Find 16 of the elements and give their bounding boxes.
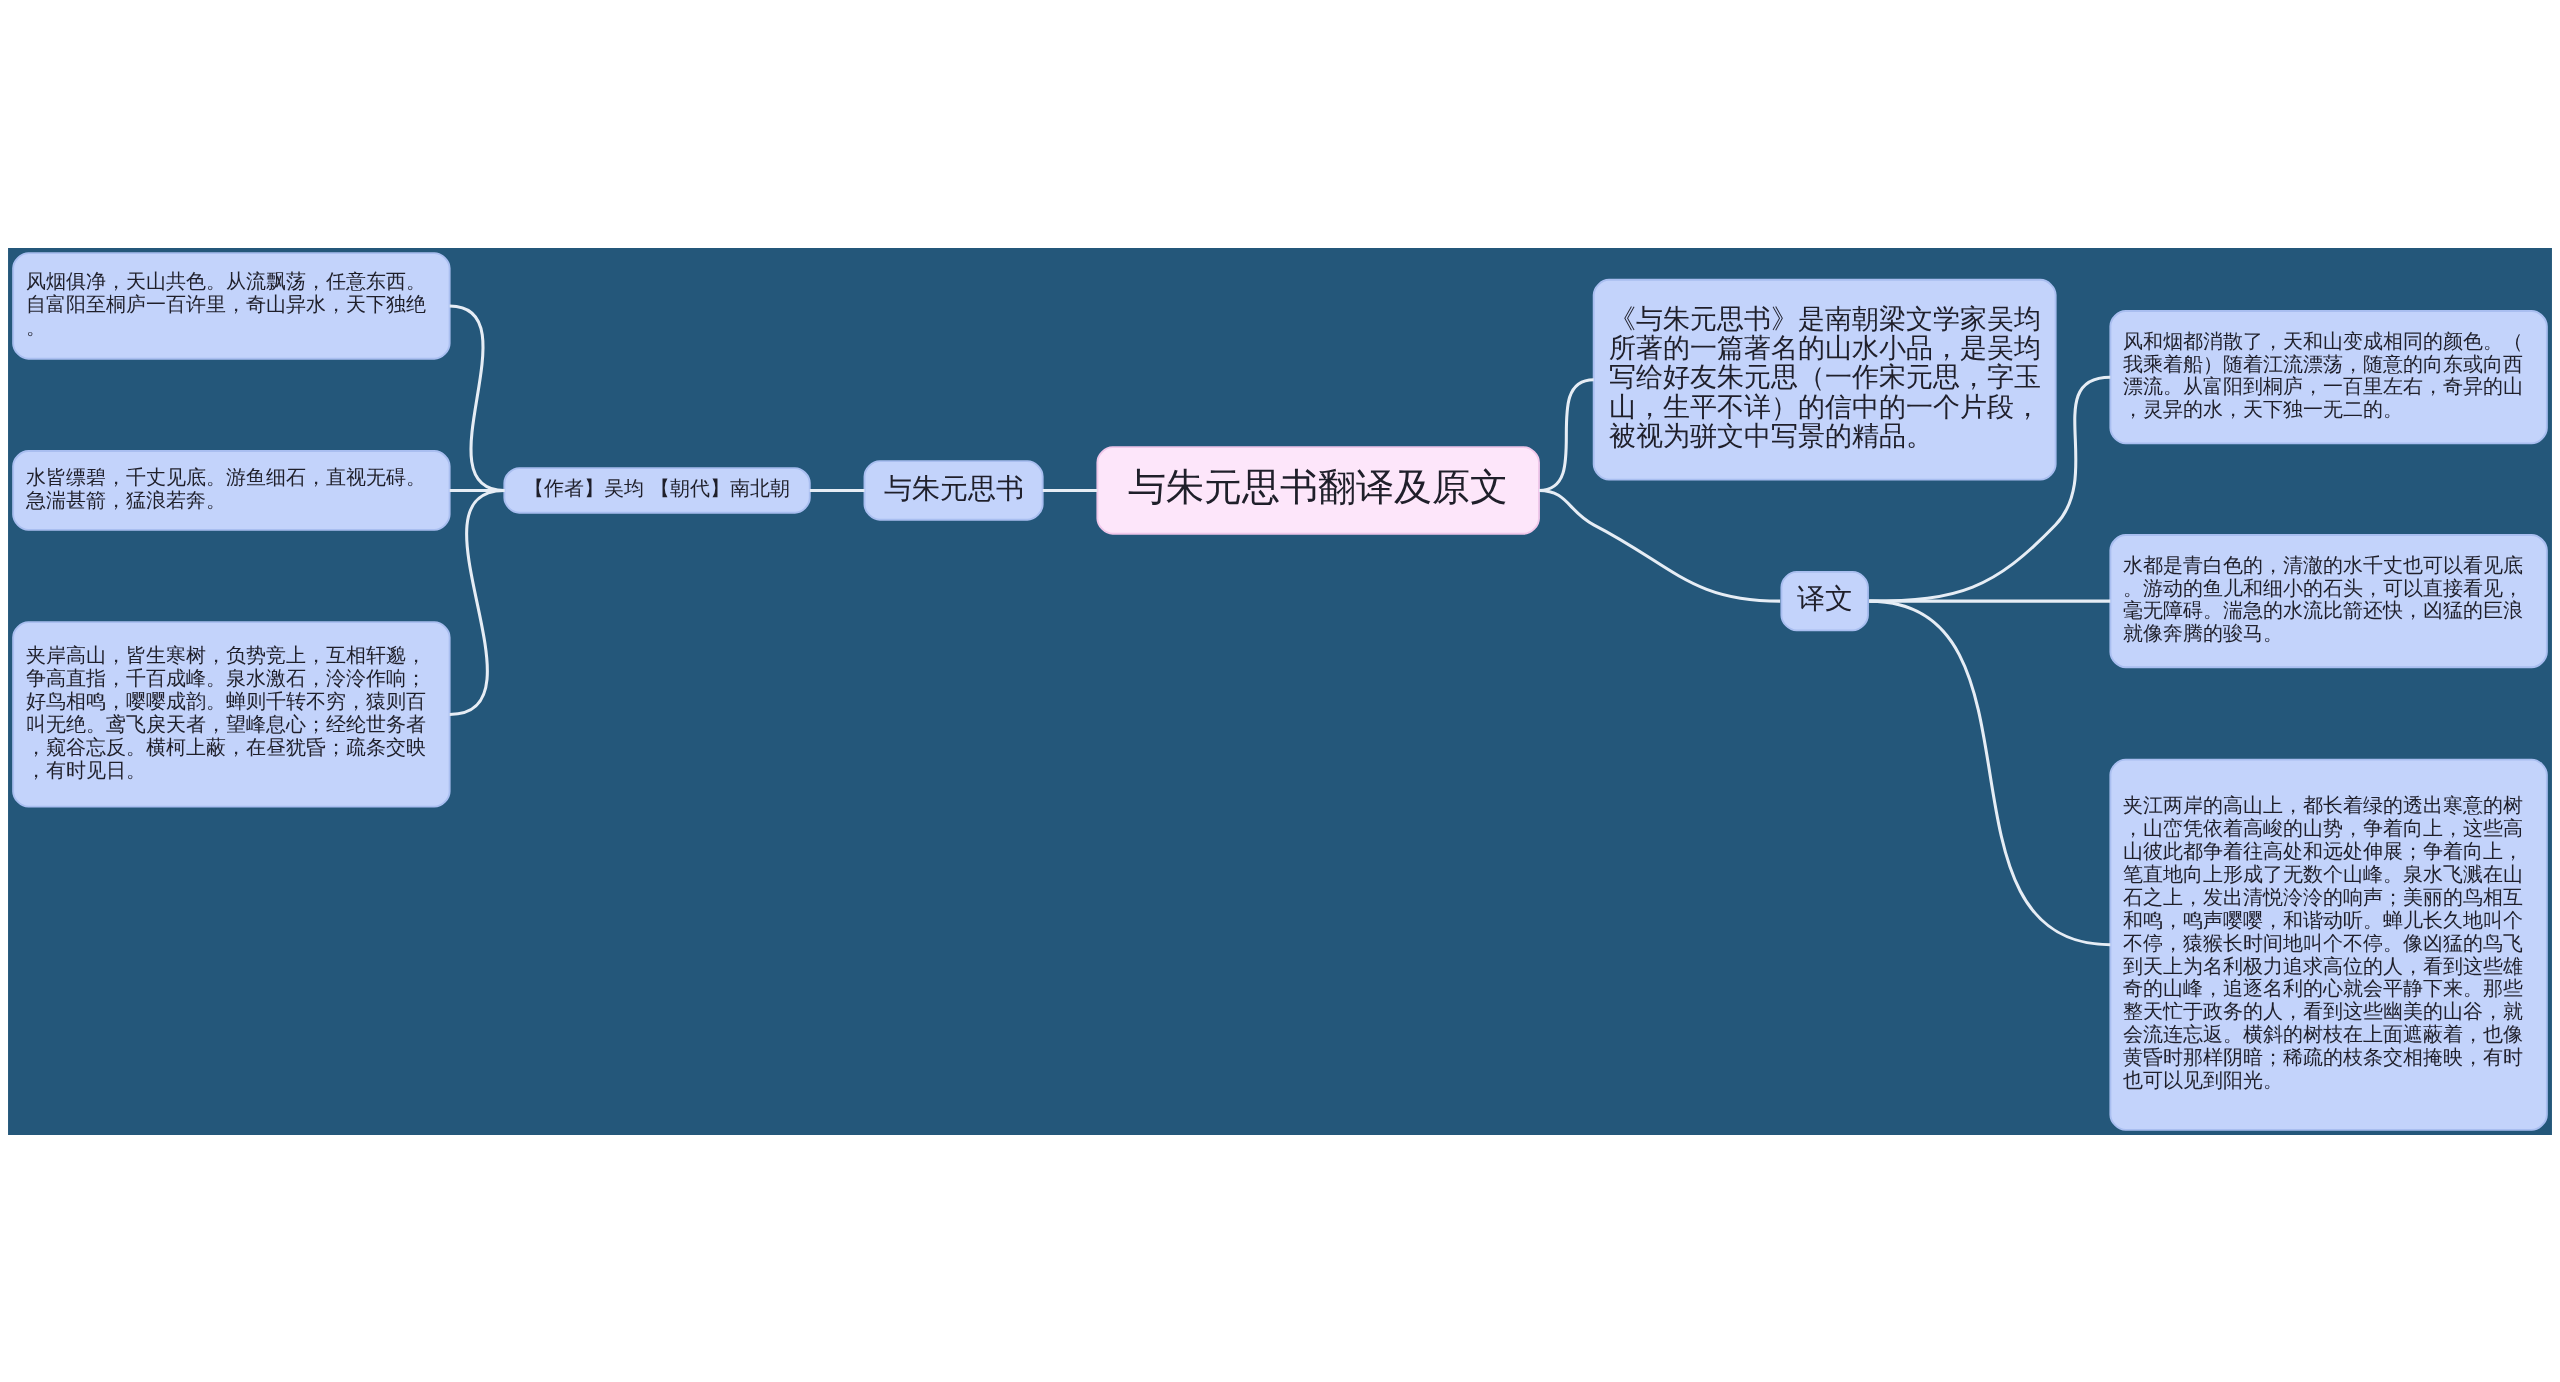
- node-box: 《与朱元思书》是南朝梁文学家吴均所著的一篇著名的山水小品，是吴均写给好友朱元思（一作宋元思，字玉山，生平不详）的信中的一个片段，被视为骈文中写景的精品。: [1592, 278, 2057, 481]
- connector: [449, 488, 505, 716]
- node-box: 与朱元思书: [863, 459, 1044, 521]
- node-box: 译文: [1780, 570, 1869, 631]
- connector: [809, 488, 865, 492]
- connector: [1042, 488, 1098, 492]
- node-box: 水都是青白色的，清澈的水千丈也可以看见底。游动的鱼儿和细小的石头，可以直接看见，毫无障碍。湍急的水流比箭还快，凶猛的巨浪就像奔腾的骏马。: [2109, 533, 2548, 668]
- node-box: 水皆缥碧，千丈见底。游鱼细石，直视无碍。急湍甚箭，猛浪若奔。: [12, 449, 451, 531]
- node-box: 与朱元思书翻译及原文: [1096, 445, 1540, 535]
- connector: [1538, 488, 1781, 603]
- connector: [1868, 599, 2111, 946]
- node-box: 夹江两岸的高山上，都长着绿的透出寒意的树，山峦凭依着高峻的山势，争着向上，这些高山彼此都争着往高处和远处伸展；争着向上，笔直地向上形成了无数个山峰。泉水飞溅在山石之上，发出清悦泠泠的响声；美丽的鸟相互和鸣，鸣声嘤嘤，和谐动听。蝉儿长久地叫个不停，猿猴长时间地叫个不停。像凶猛的鸟飞到天上为名利极力追求高位的人，看到这些雄奇的山峰，追逐名利的心就会平静下来。那些整天忙于政务的人，看到这些幽美的山谷，就会流连忘返。横斜的树枝在上面遮蔽着，也像黄昏时那样阴暗；稀疏的枝条交相掩映，有时也可以见到阳光。: [2109, 758, 2548, 1131]
- node-box: 风和烟都消散了，天和山变成相同的颜色。（我乘着船）随着江流漂荡，随意的向东或向西漂流。从富阳到桐庐，一百里左右，奇异的山，灵异的水，天下独一无二的。: [2109, 309, 2548, 444]
- node-box: 【作者】吴均 【朝代】南北朝: [503, 466, 811, 514]
- node-box: 夹岸高山，皆生寒树，负势竞上，互相轩邈，争高直指，千百成峰。泉水激石，泠泠作响；好鸟相鸣，嘤嘤成韵。蝉则千转不穷，猿则百叫无绝。鸢飞戾天者，望峰息心；经纶世务者，窥谷忘反。横柯上蔽，在昼犹昏；疏条交映，有时见日。: [12, 620, 451, 808]
- node-box: 风烟俱净，天山共色。从流飘荡，任意东西。自富阳至桐庐一百许里，奇山异水，天下独绝。: [12, 251, 451, 360]
